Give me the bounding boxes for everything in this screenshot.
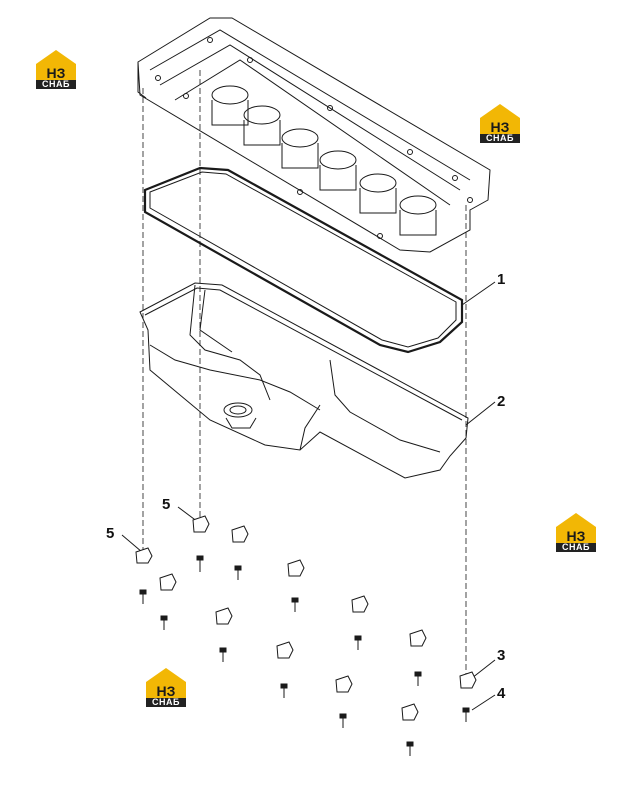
logo-top-left-text: НЗ СНАБ — [27, 50, 85, 96]
engine-block — [137, 17, 491, 253]
logo-bottom-left — [146, 668, 186, 707]
logo-top-left — [36, 50, 76, 89]
logo-text: СНАБ — [486, 133, 514, 143]
logo-bottom-left-text: НЗ СНАБ — [137, 668, 195, 714]
clip-3 — [459, 671, 477, 689]
leader-4 — [471, 694, 496, 711]
leader-2 — [465, 401, 496, 426]
logo-mark: НЗ — [566, 528, 586, 544]
oil-pan-part-2 — [139, 282, 469, 479]
callout-1: 1 — [497, 271, 506, 288]
leader-5a — [121, 534, 143, 553]
gasket-part-1 — [143, 166, 464, 354]
clip-5a — [135, 547, 153, 564]
bolt — [196, 555, 204, 572]
bolt — [219, 647, 227, 662]
callout-2: 2 — [497, 393, 506, 410]
alignment-lines — [142, 70, 467, 680]
cylinder-bores — [211, 85, 437, 236]
callout-3: 3 — [497, 647, 506, 664]
bolt — [406, 741, 414, 756]
bolt — [280, 683, 288, 698]
logo-right-text: НЗ СНАБ — [547, 513, 605, 559]
logo-right — [556, 513, 596, 552]
logo-mark: НЗ — [46, 65, 66, 81]
logo-text: СНАБ — [152, 697, 180, 707]
bolt — [160, 615, 168, 630]
logo-top-right-text: НЗ СНАБ — [471, 104, 529, 150]
leader-1 — [461, 281, 496, 306]
bolt — [234, 565, 242, 580]
bolt — [414, 671, 422, 686]
bolt — [339, 713, 347, 728]
callout-4: 4 — [497, 685, 506, 702]
logo-top-right — [480, 104, 520, 143]
callout-5-top: 5 — [162, 496, 171, 513]
bolt-part-4 — [462, 707, 470, 722]
bolt — [291, 597, 299, 612]
logo-text: СНАБ — [42, 79, 70, 89]
bolt — [354, 635, 362, 650]
block-holes — [155, 37, 473, 239]
callout-5-left: 5 — [106, 525, 115, 542]
watermark-logos — [36, 50, 596, 707]
logo-text: СНАБ — [562, 542, 590, 552]
bolt — [139, 589, 147, 604]
clip-5b — [192, 515, 210, 533]
logo-mark: НЗ — [490, 119, 510, 135]
bolts — [139, 555, 470, 756]
clips — [135, 515, 477, 721]
leader-3 — [471, 659, 496, 679]
logo-mark: НЗ — [156, 683, 176, 699]
